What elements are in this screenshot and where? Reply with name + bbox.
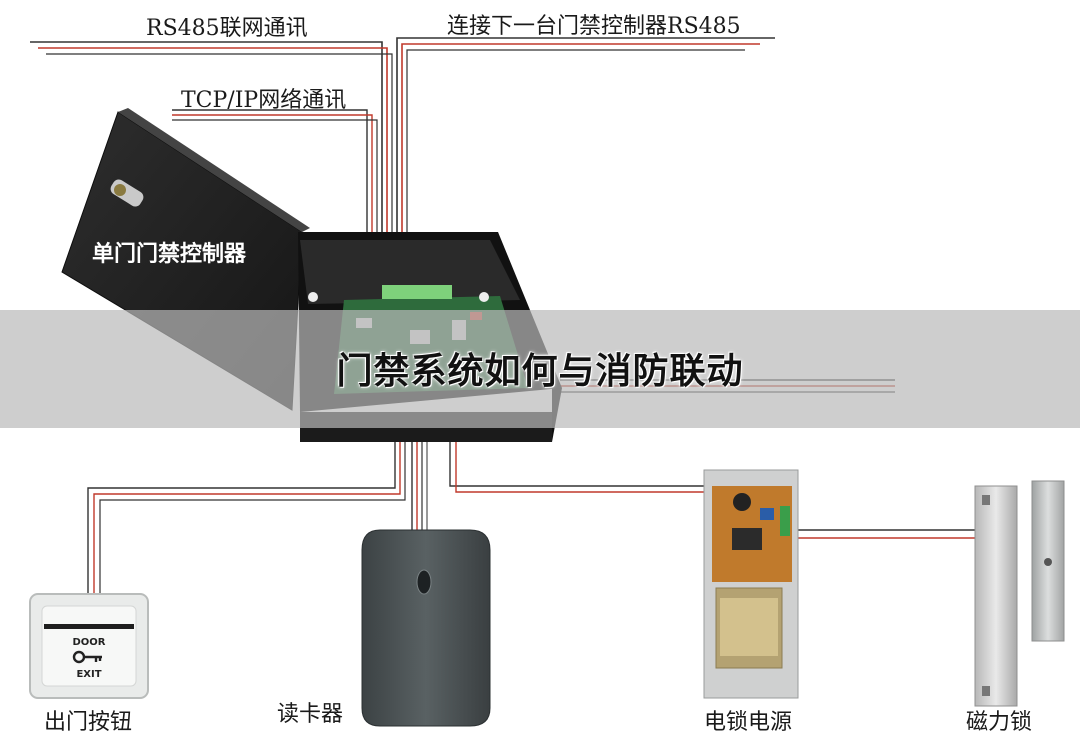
wire-next-controller (396, 37, 775, 232)
label-lock-power: 电锁电源 (704, 710, 793, 735)
exit-button-face-bottom: EXIT (76, 669, 101, 680)
exit-button-device: DOOR EXIT (29, 593, 149, 699)
wire-lock-power (449, 442, 712, 493)
label-controller: 单门门禁控制器 (92, 242, 247, 267)
exit-button-face-top: DOOR (72, 637, 105, 648)
key-icon (72, 650, 102, 664)
card-reader-device (361, 529, 491, 727)
wire-card-reader (411, 442, 428, 530)
wire-rs485-network (30, 41, 393, 232)
title-banner (0, 310, 1080, 428)
label-next-controller: 连接下一台门禁控制器RS485 (447, 14, 741, 39)
label-exit-button: 出门按钮 (44, 710, 133, 735)
lock-power-device (703, 469, 799, 699)
label-tcpip: TCP/IP网络通讯 (181, 88, 347, 113)
wire-mag-lock (796, 529, 975, 539)
label-card-reader: 读卡器 (277, 702, 344, 727)
label-mag-lock: 磁力锁 (966, 710, 1033, 735)
label-rs485-network: RS485联网通讯 (146, 16, 308, 41)
page-title: 门禁系统如何与消防联动 (336, 351, 744, 392)
wire-exit-button (87, 442, 406, 594)
mag-lock-device (974, 480, 1065, 707)
wire-tcpip (172, 109, 378, 232)
